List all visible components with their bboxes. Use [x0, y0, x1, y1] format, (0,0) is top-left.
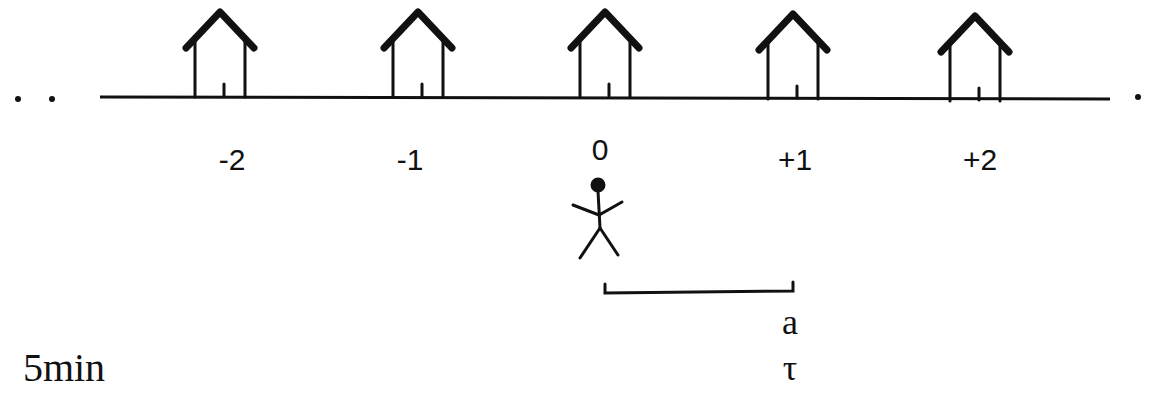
stick-figure	[573, 179, 622, 258]
time-label: τ	[783, 350, 797, 386]
dots-left	[15, 96, 55, 102]
duration-note: 5min	[23, 348, 105, 388]
house	[941, 16, 1009, 101]
house	[571, 12, 639, 97]
dots-right	[1135, 94, 1141, 100]
distance-bracket	[605, 282, 793, 293]
position-number: +2	[963, 145, 997, 175]
position-number: -1	[397, 145, 424, 175]
street-line	[100, 97, 1110, 99]
house	[186, 12, 254, 97]
distance-label: a	[782, 304, 798, 340]
house	[759, 14, 827, 99]
house	[384, 12, 452, 97]
position-number: 0	[592, 135, 609, 165]
position-number: +1	[778, 145, 812, 175]
position-number: -2	[219, 145, 246, 175]
